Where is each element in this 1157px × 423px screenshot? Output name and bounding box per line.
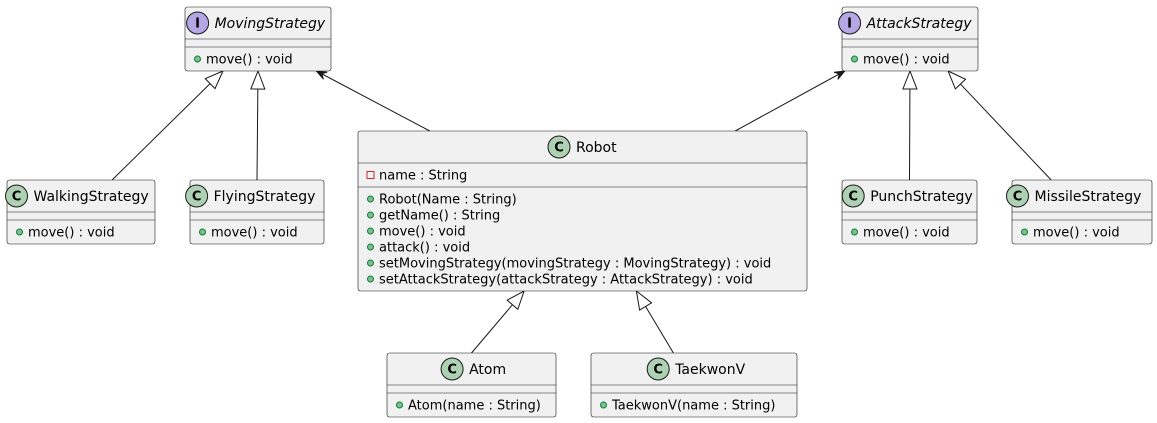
relation-robot-to-attackstrategy	[734, 70, 846, 132]
class-badge-icon	[547, 135, 571, 159]
public-visibility-icon	[367, 275, 374, 283]
class-box-flyingstrategy: C FlyingStrategy move() : void	[185, 179, 325, 245]
class-badge-icon	[1006, 184, 1029, 208]
hollow-triangle-icon	[506, 289, 526, 311]
public-visibility-icon	[367, 227, 374, 235]
badge-letter: I	[847, 17, 852, 32]
method-text: attack() : void	[379, 241, 470, 256]
public-visibility-icon	[367, 195, 374, 203]
class-name: PunchStrategy	[870, 189, 973, 205]
arrowhead-icon	[833, 70, 846, 80]
relation-atom-to-robot	[471, 289, 526, 354]
public-visibility-icon	[851, 55, 858, 63]
class-box-punchstrategy: C PunchStrategy move() : void	[841, 179, 978, 245]
public-visibility-icon	[367, 243, 374, 251]
method-text: setAttackStrategy(attackStrategy : Attac…	[379, 273, 753, 288]
relation-robot-to-movingstrategy	[315, 70, 431, 132]
class-name: Robot	[576, 140, 617, 156]
badge-letter: C	[192, 190, 202, 205]
method-text: setMovingStrategy(movingStrategy : Movin…	[379, 257, 771, 272]
interface-badge-icon	[838, 11, 862, 35]
association-line	[734, 70, 845, 132]
class-box-walkingstrategy: C WalkingStrategy move() : void	[5, 179, 156, 245]
inheritance-line	[960, 83, 1052, 181]
class-name: FlyingStrategy	[214, 189, 316, 205]
class-box-taekwonv: C TaekwonV TaekwonV(name : String)	[590, 352, 798, 418]
method-text: getName() : String	[379, 209, 500, 224]
public-visibility-icon	[194, 55, 201, 63]
class-box-missilestrategy: C MissileStrategy move() : void	[1006, 179, 1153, 245]
class-name: MovingStrategy	[215, 16, 326, 32]
class-box-frame	[357, 130, 808, 292]
public-visibility-icon	[600, 401, 607, 409]
method-text: move() : void	[1033, 226, 1120, 241]
method-text: Robot(Name : String)	[379, 193, 517, 208]
public-visibility-icon	[367, 259, 374, 267]
hollow-triangle-icon	[250, 69, 266, 90]
method-text: move() : void	[206, 53, 293, 68]
class-badge-icon	[185, 184, 209, 208]
class-badge-icon	[440, 357, 464, 381]
class-badge-icon	[5, 184, 28, 208]
class-name: TaekwonV	[674, 362, 745, 378]
hollow-triangle-icon	[902, 69, 918, 90]
relation-missilestrategy-to-attackstrategy	[947, 69, 1052, 181]
class-name: MissileStrategy	[1035, 189, 1142, 205]
inheritance-line	[256, 88, 259, 181]
class-badge-icon	[646, 357, 670, 381]
relation-flyingstrategy-to-movingstrategy	[250, 69, 266, 181]
relation-punchstrategy-to-attackstrategy	[902, 69, 918, 181]
badge-letter: C	[653, 363, 663, 378]
class-name: WalkingStrategy	[34, 189, 149, 205]
badge-letter: C	[848, 190, 858, 205]
class-name: AttackStrategy	[866, 16, 973, 32]
public-visibility-icon	[396, 401, 403, 409]
interface-badge-icon	[186, 11, 210, 35]
method-text: TaekwonV(name : String)	[611, 399, 775, 414]
public-visibility-icon	[16, 228, 23, 236]
arrowhead-icon	[315, 70, 328, 80]
class-name: Atom	[469, 362, 506, 378]
class-box-attackstrategy: I AttackStrategy move() : void	[838, 6, 979, 72]
relation-walkingstrategy-to-movingstrategy	[111, 70, 224, 181]
class-box-movingstrategy: I MovingStrategy move() : void	[184, 6, 332, 72]
association-line	[316, 70, 431, 132]
inheritance-line	[471, 304, 513, 354]
public-visibility-icon	[1021, 228, 1028, 236]
badge-letter: C	[1013, 190, 1023, 205]
hollow-triangle-icon	[635, 289, 653, 311]
public-visibility-icon	[851, 228, 858, 236]
hollow-triangle-icon	[947, 69, 967, 90]
method-text: move() : void	[863, 226, 950, 241]
method-text: move() : void	[28, 226, 115, 241]
relations-layer	[111, 69, 1052, 354]
relation-taekwonv-to-robot	[635, 289, 674, 354]
public-visibility-icon	[199, 228, 206, 236]
badge-letter: C	[554, 141, 564, 156]
public-visibility-icon	[367, 211, 374, 219]
method-text: move() : void	[379, 225, 466, 240]
class-badge-icon	[841, 184, 865, 208]
badge-letter: C	[12, 190, 22, 205]
attribute-text: name : String	[379, 169, 467, 184]
inheritance-line	[111, 83, 211, 181]
badge-letter: C	[447, 363, 457, 378]
method-text: Atom(name : String)	[408, 399, 541, 414]
method-text: move() : void	[211, 226, 298, 241]
private-visibility-icon	[366, 171, 375, 179]
method-text: move() : void	[863, 53, 950, 68]
badge-letter: I	[195, 17, 200, 32]
hollow-triangle-icon	[204, 70, 224, 90]
inheritance-line	[645, 306, 674, 354]
classes-layer: I MovingStrategy move() : void I AttackStrat…	[5, 6, 1153, 418]
